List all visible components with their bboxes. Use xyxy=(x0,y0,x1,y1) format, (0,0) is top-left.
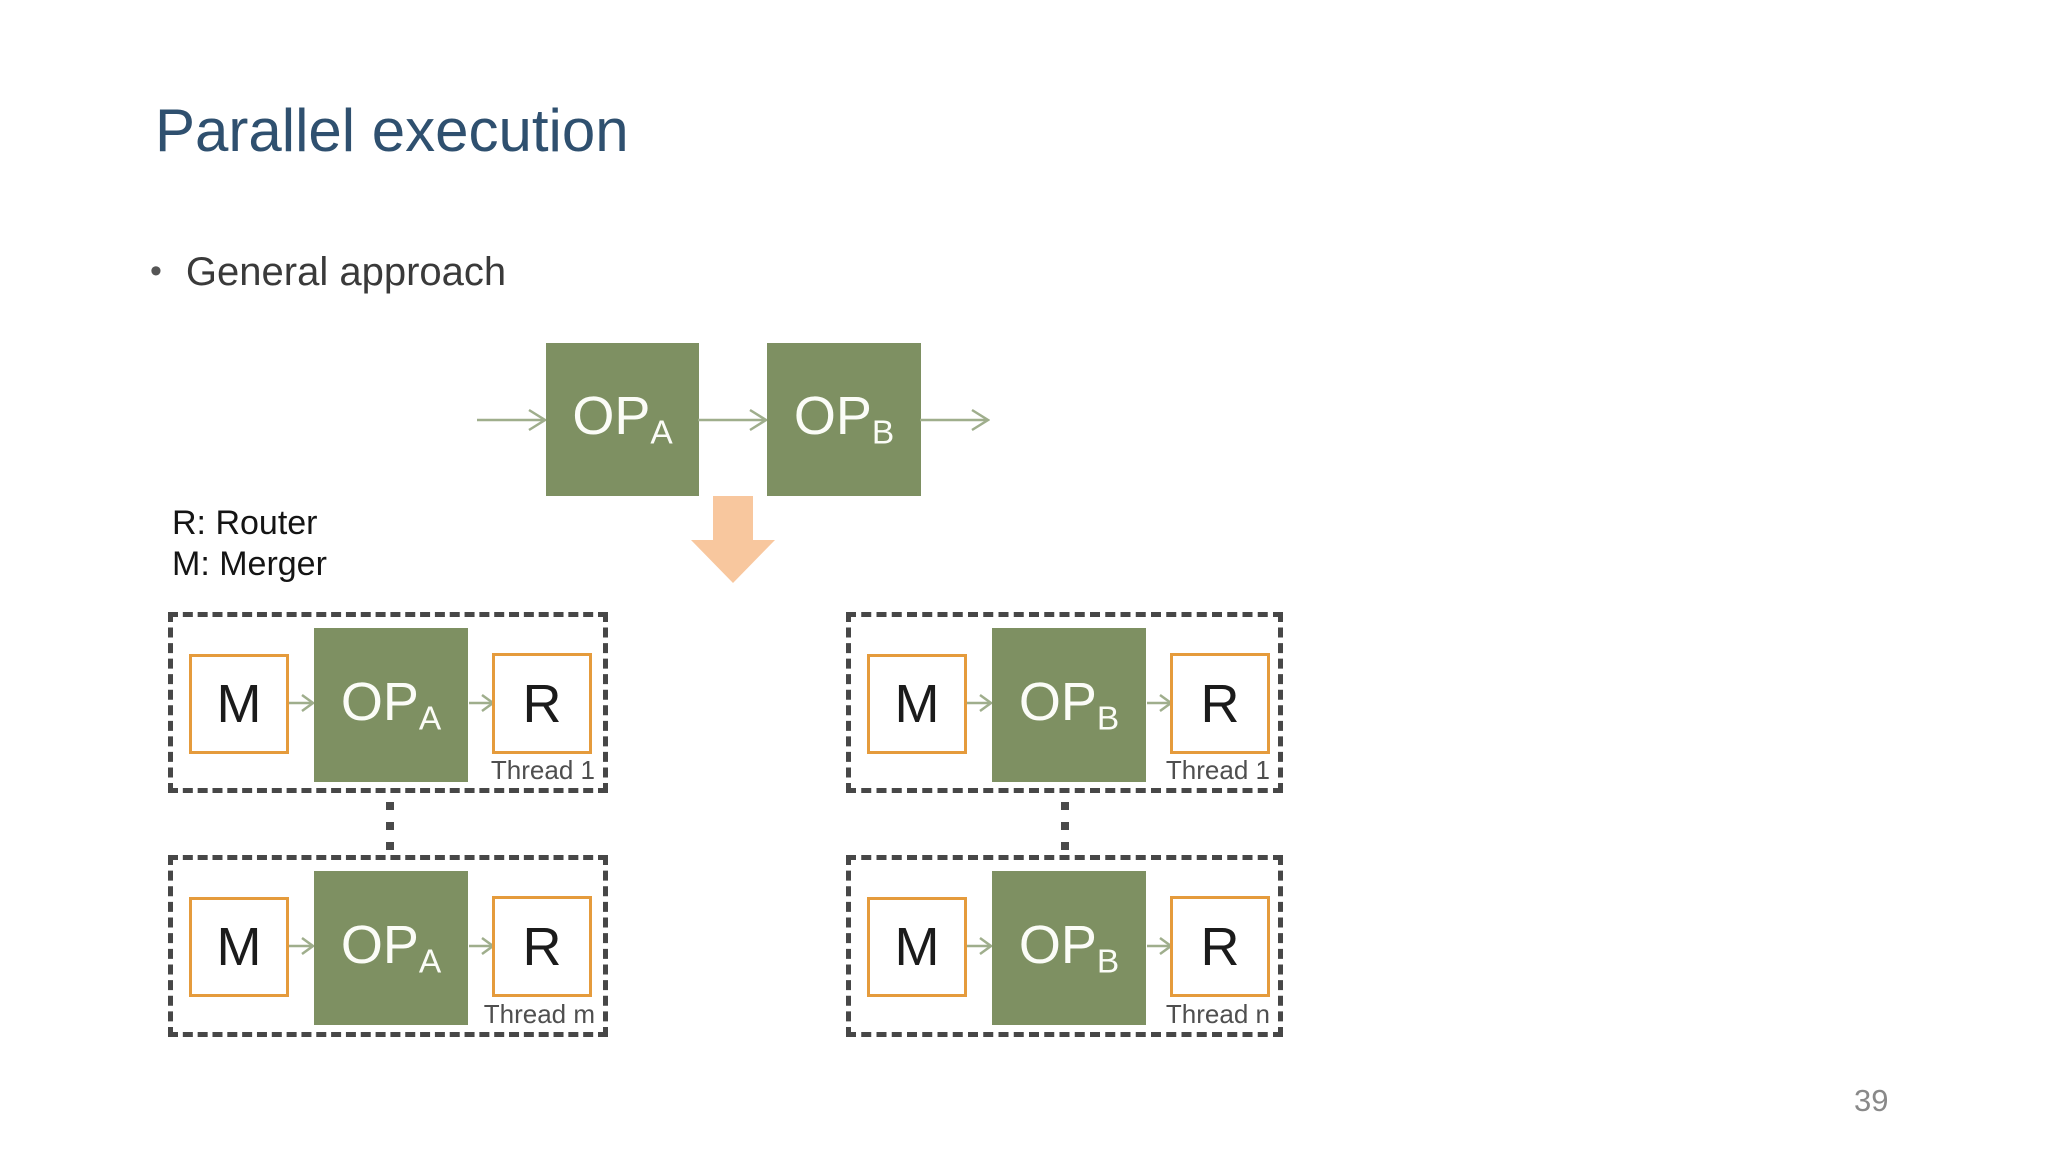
operator-box: OPB xyxy=(992,628,1146,782)
operator-label: OPB xyxy=(1018,914,1120,980)
thread-unit-opa-m: M OPA R Thread m xyxy=(168,855,608,1037)
router-label: R xyxy=(1200,916,1240,977)
thread-unit-opb-1: M OPB R Thread 1 xyxy=(846,612,1283,793)
router-box: R xyxy=(1170,653,1270,754)
thread-unit-opb-n: M OPB R Thread n xyxy=(846,855,1283,1037)
flow-out-arrow-icon xyxy=(920,408,990,432)
merger-to-op-arrow-icon xyxy=(289,693,315,713)
router-box: R xyxy=(1170,896,1270,997)
legend-merger: M: Merger xyxy=(172,545,327,583)
thread-label: Thread 1 xyxy=(1165,755,1270,785)
bullet-item: • General approach xyxy=(150,250,506,295)
page-number: 39 xyxy=(1854,1083,1889,1118)
operator-label: OPB xyxy=(1018,671,1120,737)
bullet-icon: • xyxy=(150,252,162,290)
thread-label: Thread 1 xyxy=(490,755,595,785)
ellipsis-dots-left xyxy=(386,802,394,850)
operator-a-box: OPA xyxy=(546,343,699,496)
ellipsis-dots-right xyxy=(1061,802,1069,850)
merger-to-op-arrow-icon xyxy=(967,936,993,956)
operator-b-box: OPB xyxy=(767,343,921,496)
merger-box: M xyxy=(867,654,967,754)
operator-box: OPA xyxy=(314,628,468,782)
thread-unit-opa-1: M OPA R Thread 1 xyxy=(168,612,608,793)
transform-down-arrow-icon xyxy=(691,496,775,583)
operator-box: OPB xyxy=(992,871,1146,1025)
merger-to-op-arrow-icon xyxy=(289,936,315,956)
operator-label: OPA xyxy=(340,914,442,980)
bullet-text: General approach xyxy=(185,250,507,294)
router-box: R xyxy=(492,896,592,997)
merger-box: M xyxy=(189,897,289,997)
operator-box: OPA xyxy=(314,871,468,1025)
merger-label: M xyxy=(894,917,940,977)
thread-label: Thread n xyxy=(1165,999,1270,1029)
merger-box: M xyxy=(189,654,289,754)
merger-to-op-arrow-icon xyxy=(967,693,993,713)
router-label: R xyxy=(522,673,562,734)
merger-box: M xyxy=(867,897,967,997)
flow-in-arrow-icon xyxy=(477,408,547,432)
merger-label: M xyxy=(216,674,262,734)
operator-a-label: OPA xyxy=(572,386,673,452)
operator-b-label: OPB xyxy=(793,386,895,452)
router-label: R xyxy=(1200,673,1240,734)
thread-label: Thread m xyxy=(483,999,595,1029)
legend-router: R: Router xyxy=(172,504,318,542)
merger-label: M xyxy=(216,917,262,977)
router-box: R xyxy=(492,653,592,754)
router-label: R xyxy=(522,916,562,977)
merger-label: M xyxy=(894,674,940,734)
flow-mid-arrow-icon xyxy=(698,408,768,432)
legend: R: Router M: Merger xyxy=(172,503,327,585)
page-title: Parallel execution xyxy=(155,97,629,164)
operator-label: OPA xyxy=(340,671,442,737)
